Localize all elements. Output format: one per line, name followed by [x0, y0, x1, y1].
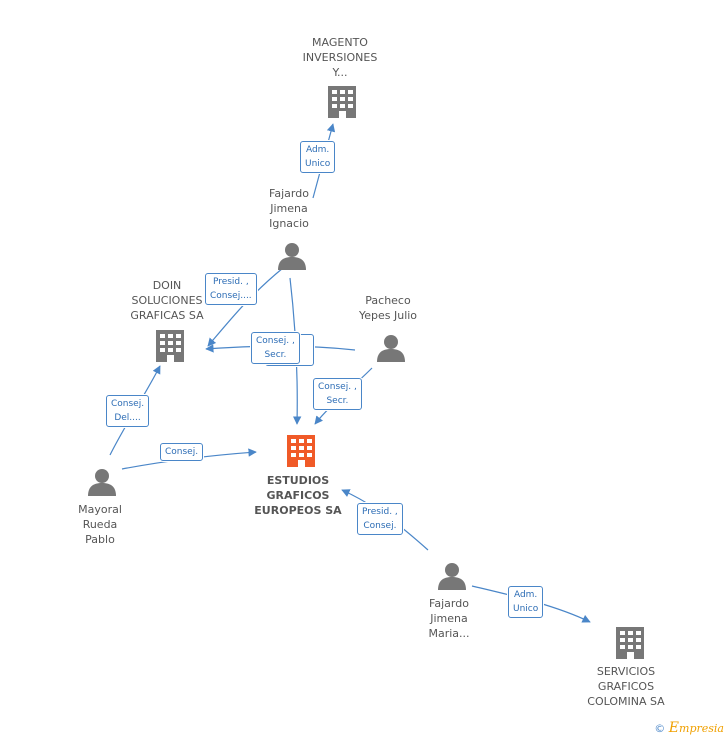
node-label-estudios[interactable]: ESTUDIOS GRAFICOS EUROPEOS SA — [254, 474, 342, 517]
edge-label-adm-unico[interactable]: Adm. Unico — [300, 141, 336, 173]
edge-label-adm-unico-2[interactable]: Adm. Unico — [508, 586, 544, 618]
building-icon[interactable] — [156, 330, 184, 362]
person-icon[interactable] — [377, 335, 405, 362]
person-icon[interactable] — [438, 563, 466, 590]
node-label-pacheco[interactable]: Pacheco Yepes Julio — [358, 294, 418, 322]
node-label-fajardo-maria[interactable]: Fajardo Jimena Maria... — [428, 597, 470, 640]
edge-label-consej-del[interactable]: Consej. Del.... — [106, 395, 150, 427]
node-label-fajardo-ignacio[interactable]: Fajardo Jimena Ignacio — [269, 187, 309, 230]
person-icon[interactable] — [88, 469, 116, 496]
person-icon[interactable] — [278, 243, 306, 270]
building-icon[interactable] — [616, 627, 644, 659]
edge-label-presid-consej[interactable]: Presid. , Consej.... — [205, 273, 257, 305]
node-label-mayoral[interactable]: Mayoral Rueda Pablo — [78, 503, 122, 546]
node-label-servicios[interactable]: SERVICIOS GRAFICOS COLOMINA SA — [587, 665, 665, 708]
brand-name: mpresia — [679, 722, 724, 735]
building-icon[interactable] — [287, 435, 315, 467]
building-icon[interactable] — [328, 86, 356, 118]
edge-label-consej-secr[interactable]: Consej. , Secr. — [251, 332, 300, 364]
copyright-icon: © — [654, 722, 666, 735]
edge-label-consej[interactable]: Consej. — [160, 443, 204, 461]
node-label-magento[interactable]: MAGENTO INVERSIONES Y... — [302, 36, 378, 79]
brand-footer[interactable]: © Empresia — [654, 720, 724, 736]
edge-fajardo-ignacio-doin — [207, 267, 284, 347]
edge-label-consej-secr-2[interactable]: Consej. , Secr. — [313, 378, 362, 410]
brand-initial: E — [668, 720, 680, 736]
edge-label-presid-consej-2[interactable]: Presid. , Consej. — [357, 503, 403, 535]
node-label-doin[interactable]: DOIN SOLUCIONES GRAFICAS SA — [130, 279, 204, 322]
